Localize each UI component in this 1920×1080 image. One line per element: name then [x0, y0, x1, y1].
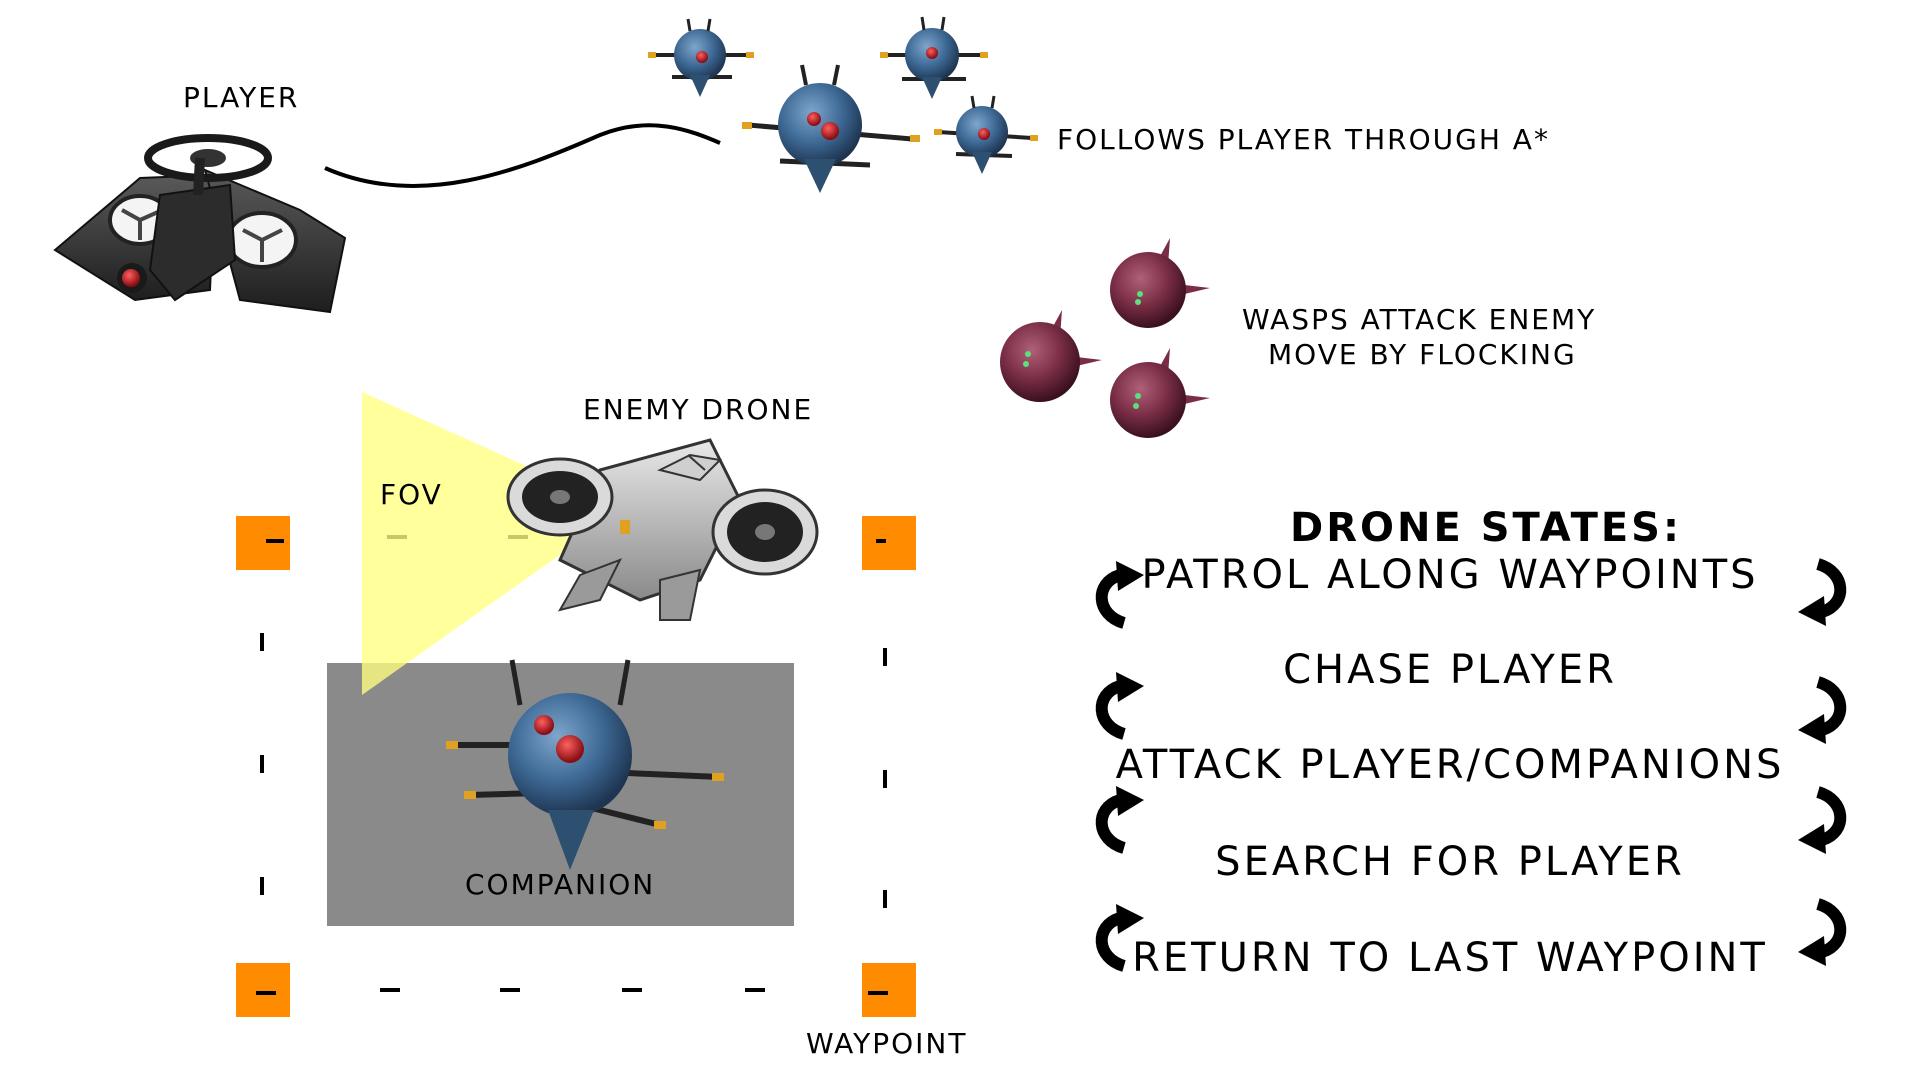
- drone-state-chase: CHASE PLAYER: [1283, 647, 1617, 693]
- drone-state-return: RETURN TO LAST WAYPOINT: [1132, 935, 1768, 981]
- cycle-arrows-right: [1798, 558, 1847, 966]
- fov-cone: [362, 392, 595, 695]
- waypoint-marker-bottom-left: [236, 963, 290, 1017]
- companion-swarm: [648, 16, 1038, 193]
- astar-path-line: [324, 123, 721, 188]
- companion-drone: [446, 659, 724, 870]
- waypoint-marker-top-right: [862, 516, 916, 570]
- follows-label: FOLLOWS PLAYER THROUGH A*: [1057, 123, 1550, 156]
- waypoint-label: WAYPOINT: [806, 1027, 968, 1060]
- drone-state-patrol: PATROL ALONG WAYPOINTS: [1141, 552, 1759, 598]
- cycle-arrows-left: [1095, 561, 1144, 972]
- player-drone: [53, 134, 347, 314]
- drone-state-attack: ATTACK PLAYER/COMPANIONS: [1115, 742, 1785, 788]
- wasps-label-line1: WASPS ATTACK ENEMY: [1242, 303, 1597, 336]
- enemy-drone-label: ENEMY DRONE: [583, 393, 814, 426]
- drone-states-title: DRONE STATES:: [1290, 505, 1682, 551]
- waypoint-marker-top-left: [236, 516, 290, 570]
- waypoint-marker-bottom-right: [862, 963, 916, 1017]
- player-label: PLAYER: [183, 81, 300, 114]
- drone-state-search: SEARCH FOR PLAYER: [1215, 839, 1685, 885]
- fov-label: FOV: [380, 478, 443, 511]
- wasp-swarm: [1000, 238, 1210, 438]
- enemy-drone: [506, 438, 819, 621]
- wasps-label-line2: MOVE BY FLOCKING: [1268, 338, 1577, 371]
- companion-label: COMPANION: [465, 868, 656, 901]
